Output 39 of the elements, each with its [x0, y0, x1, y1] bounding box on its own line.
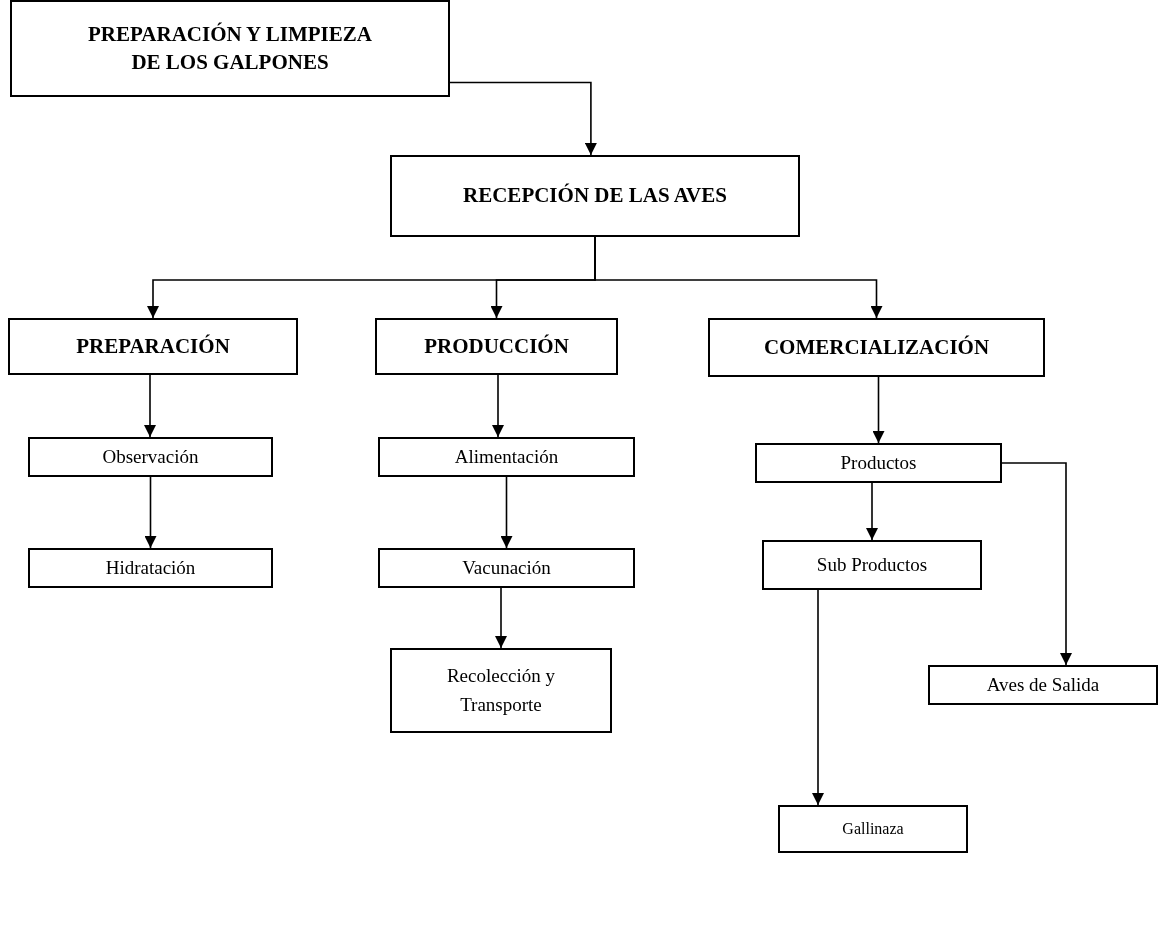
- arrow: [500, 476, 513, 549]
- box-label: PREPARACIÓN Y LIMPIEZA DE LOS GALPONES: [87, 21, 373, 76]
- process-box: [8, 318, 298, 375]
- arrow: [872, 376, 885, 444]
- arrow: [144, 374, 156, 438]
- process-box: [708, 318, 1045, 377]
- box-label: Vacunación: [462, 555, 551, 580]
- box-label: Hidratación: [105, 555, 196, 580]
- arrow: [1001, 462, 1072, 666]
- box-label: Gallinaza: [842, 819, 904, 839]
- process-box: [378, 548, 635, 588]
- box-label: Alimentación: [454, 444, 559, 469]
- arrow: [812, 589, 824, 806]
- process-box: [390, 155, 800, 237]
- arrow: [449, 81, 597, 156]
- box-label: COMERCIALIZACIÓN: [763, 333, 990, 361]
- arrow: [866, 482, 878, 541]
- process-box: [390, 648, 612, 733]
- box-label: Aves de Salida: [986, 672, 1100, 697]
- box-label: PRODUCCIÓN: [424, 332, 569, 360]
- process-box: [375, 318, 618, 375]
- arrow: [492, 374, 504, 438]
- process-box: [28, 437, 273, 477]
- arrow: [144, 476, 157, 549]
- box-label: RECEPCIÓN DE LAS AVES: [463, 182, 727, 210]
- box-label: Productos: [840, 450, 917, 475]
- arrow: [594, 236, 883, 319]
- process-box: [10, 0, 450, 97]
- process-box: [762, 540, 982, 590]
- arrow: [495, 587, 507, 649]
- process-box: [928, 665, 1158, 705]
- process-box: [28, 548, 273, 588]
- box-label: Recolección y Transporte: [445, 664, 557, 717]
- box-label: PREPARACIÓN: [76, 332, 230, 360]
- process-box: [755, 443, 1002, 483]
- process-box: [378, 437, 635, 477]
- process-box: [778, 805, 968, 853]
- box-label: Sub Productos: [816, 552, 928, 577]
- box-label: Observación: [102, 444, 199, 469]
